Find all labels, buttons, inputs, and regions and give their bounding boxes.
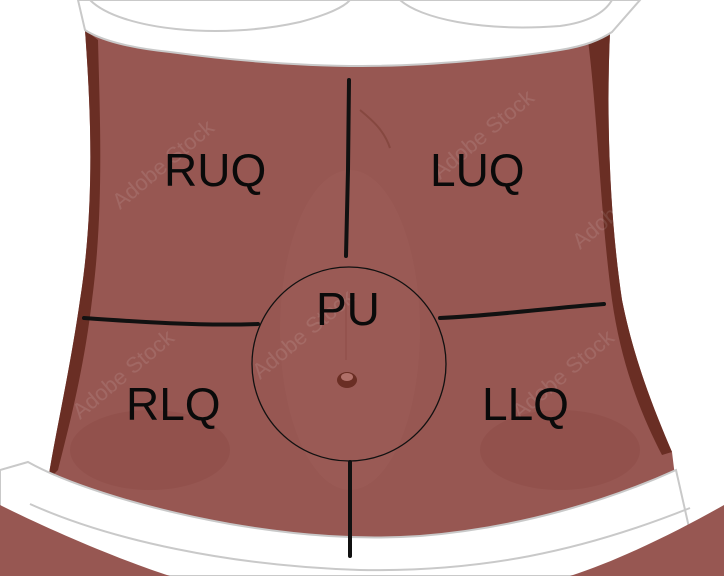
- periumbilical-circle: [251, 266, 447, 462]
- navel-highlight: [341, 373, 353, 381]
- label-luq: LUQ: [430, 144, 525, 196]
- quadrant-labels: RUQ LUQ PU RLQ LLQ: [126, 144, 569, 430]
- bra-cup-left: [89, 0, 351, 32]
- horizontal-line-right: [438, 302, 606, 320]
- quadrant-lines: [82, 78, 606, 558]
- underwear-leg-cut: [0, 505, 170, 576]
- underwear-waistband-inner: [29, 503, 691, 572]
- bra: [76, 0, 642, 68]
- bra-cup-right: [399, 0, 613, 29]
- torso: [41, 30, 688, 576]
- sternum-contour: [359, 109, 391, 149]
- label-llq: LLQ: [482, 378, 569, 430]
- bra-band: [76, 0, 642, 68]
- hip-shade-right: [480, 410, 640, 490]
- torso-shadow-left: [48, 30, 101, 480]
- vertical-line-upper: [344, 78, 351, 258]
- label-ruq: RUQ: [164, 144, 266, 196]
- underwear-leg-cut-right: [570, 505, 724, 576]
- torso-shadow-right: [588, 32, 672, 455]
- label-rlq: RLQ: [126, 378, 221, 430]
- horizontal-line-left: [82, 316, 260, 327]
- label-pu: PU: [316, 283, 380, 335]
- hip-shade-left: [70, 410, 230, 490]
- underwear-body: [0, 460, 702, 576]
- torso-skin: [41, 30, 688, 576]
- underwear: [0, 460, 724, 576]
- torso-highlight: [280, 170, 420, 490]
